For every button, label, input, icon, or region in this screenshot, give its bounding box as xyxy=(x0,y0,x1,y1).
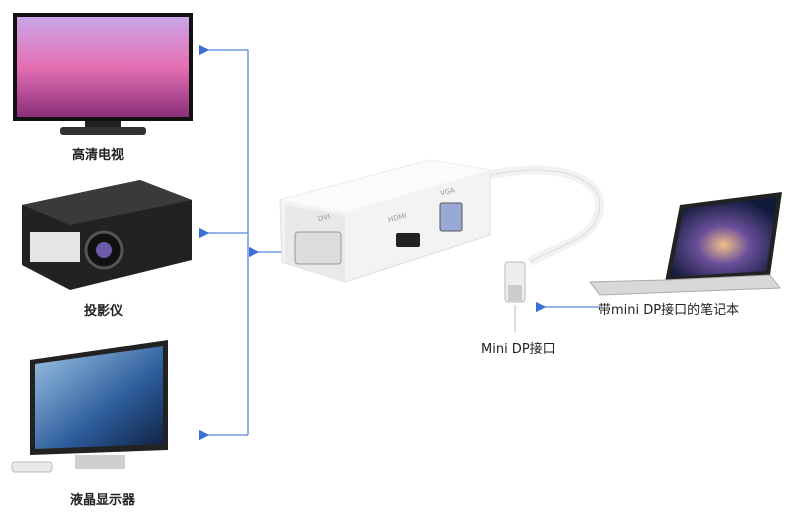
tv-label: 高清电视 xyxy=(72,148,125,163)
monitor-label: 液晶显示器 xyxy=(70,493,136,508)
adapter-illustration xyxy=(279,159,605,303)
laptop-illustration xyxy=(589,192,782,296)
output-arrows xyxy=(198,44,285,441)
laptop-label: 带mini DP接口的笔记本 xyxy=(598,303,740,318)
tv-illustration xyxy=(13,13,193,135)
monitor-illustration xyxy=(11,340,168,473)
mini-dp-connector-label: Mini DP接口 xyxy=(481,342,556,357)
projector-illustration xyxy=(22,180,192,290)
projector-label: 投影仪 xyxy=(84,304,124,319)
